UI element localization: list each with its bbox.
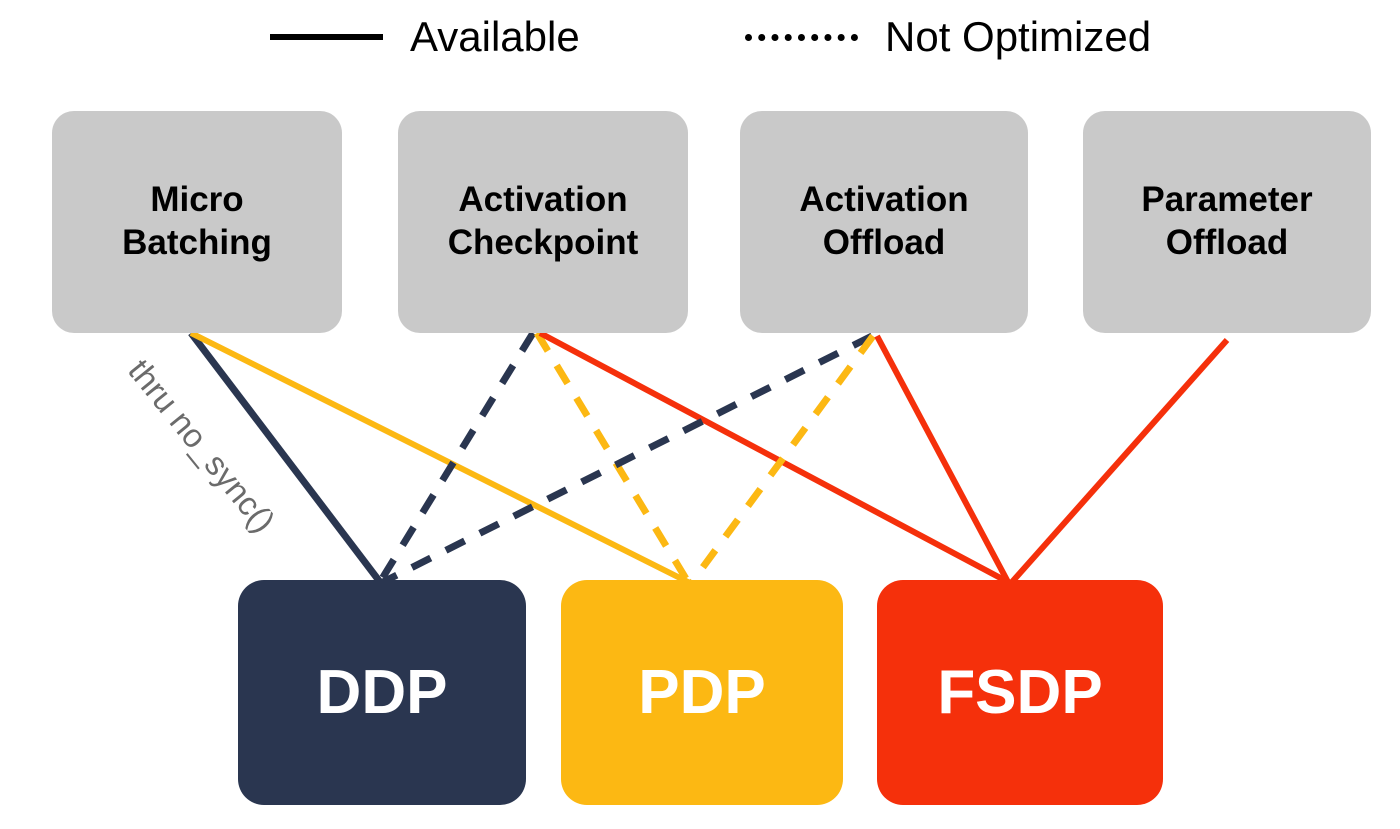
node-label-line1: Parameter xyxy=(1141,180,1313,220)
dashed-line-icon xyxy=(745,33,858,41)
edge-micro-batching-pdp xyxy=(189,330,690,585)
node-fsdp[interactable]: FSDP xyxy=(877,580,1163,805)
node-parameter-offload[interactable]: Parameter Offload xyxy=(1083,111,1371,333)
node-label-line2: Offload xyxy=(1165,223,1289,262)
edge-parameter-offload-fsdp xyxy=(1009,338,1230,584)
edge-activation-offload-ddp xyxy=(381,332,874,586)
edge-annotation-no-sync: thru no_sync() xyxy=(121,352,283,540)
edge-activation-checkpoint-pdp xyxy=(534,331,691,584)
legend: Available Not Optimized xyxy=(0,16,1400,78)
node-parameter-offload-label: Parameter Offload xyxy=(1141,179,1312,264)
node-fsdp-label: FSDP xyxy=(937,657,1103,727)
legend-label-not-optimized: Not Optimized xyxy=(885,13,1152,60)
solid-line-icon xyxy=(270,34,383,40)
edge-activation-offload-fsdp xyxy=(874,334,1011,584)
edge-activation-checkpoint-fsdp xyxy=(538,330,1010,585)
legend-label-available: Available xyxy=(410,13,580,60)
node-activation-checkpoint[interactable]: Activation Checkpoint xyxy=(398,111,688,333)
node-activation-offload-label: Activation Offload xyxy=(799,179,968,264)
node-pdp-label: PDP xyxy=(638,657,766,727)
node-label-line2: Batching xyxy=(122,223,272,262)
legend-item-available: Available xyxy=(270,16,580,58)
legend-item-not-optimized: Not Optimized xyxy=(745,16,1151,58)
node-ddp-label: DDP xyxy=(316,657,448,727)
node-label-line1: Activation xyxy=(799,180,969,220)
node-micro-batching-label: Micro Batching xyxy=(122,179,272,264)
node-label-line1: Activation xyxy=(458,180,628,220)
node-micro-batching[interactable]: Micro Batching xyxy=(52,111,342,333)
edge-activation-offload-pdp xyxy=(689,333,876,585)
node-label-line1: Micro xyxy=(150,180,244,220)
node-activation-checkpoint-label: Activation Checkpoint xyxy=(448,179,639,264)
node-label-line2: Offload xyxy=(822,223,946,262)
node-activation-offload[interactable]: Activation Offload xyxy=(740,111,1028,333)
node-label-line2: Checkpoint xyxy=(447,223,639,262)
node-pdp[interactable]: PDP xyxy=(561,580,843,805)
edge-activation-checkpoint-ddp xyxy=(377,331,536,584)
node-ddp[interactable]: DDP xyxy=(238,580,526,805)
